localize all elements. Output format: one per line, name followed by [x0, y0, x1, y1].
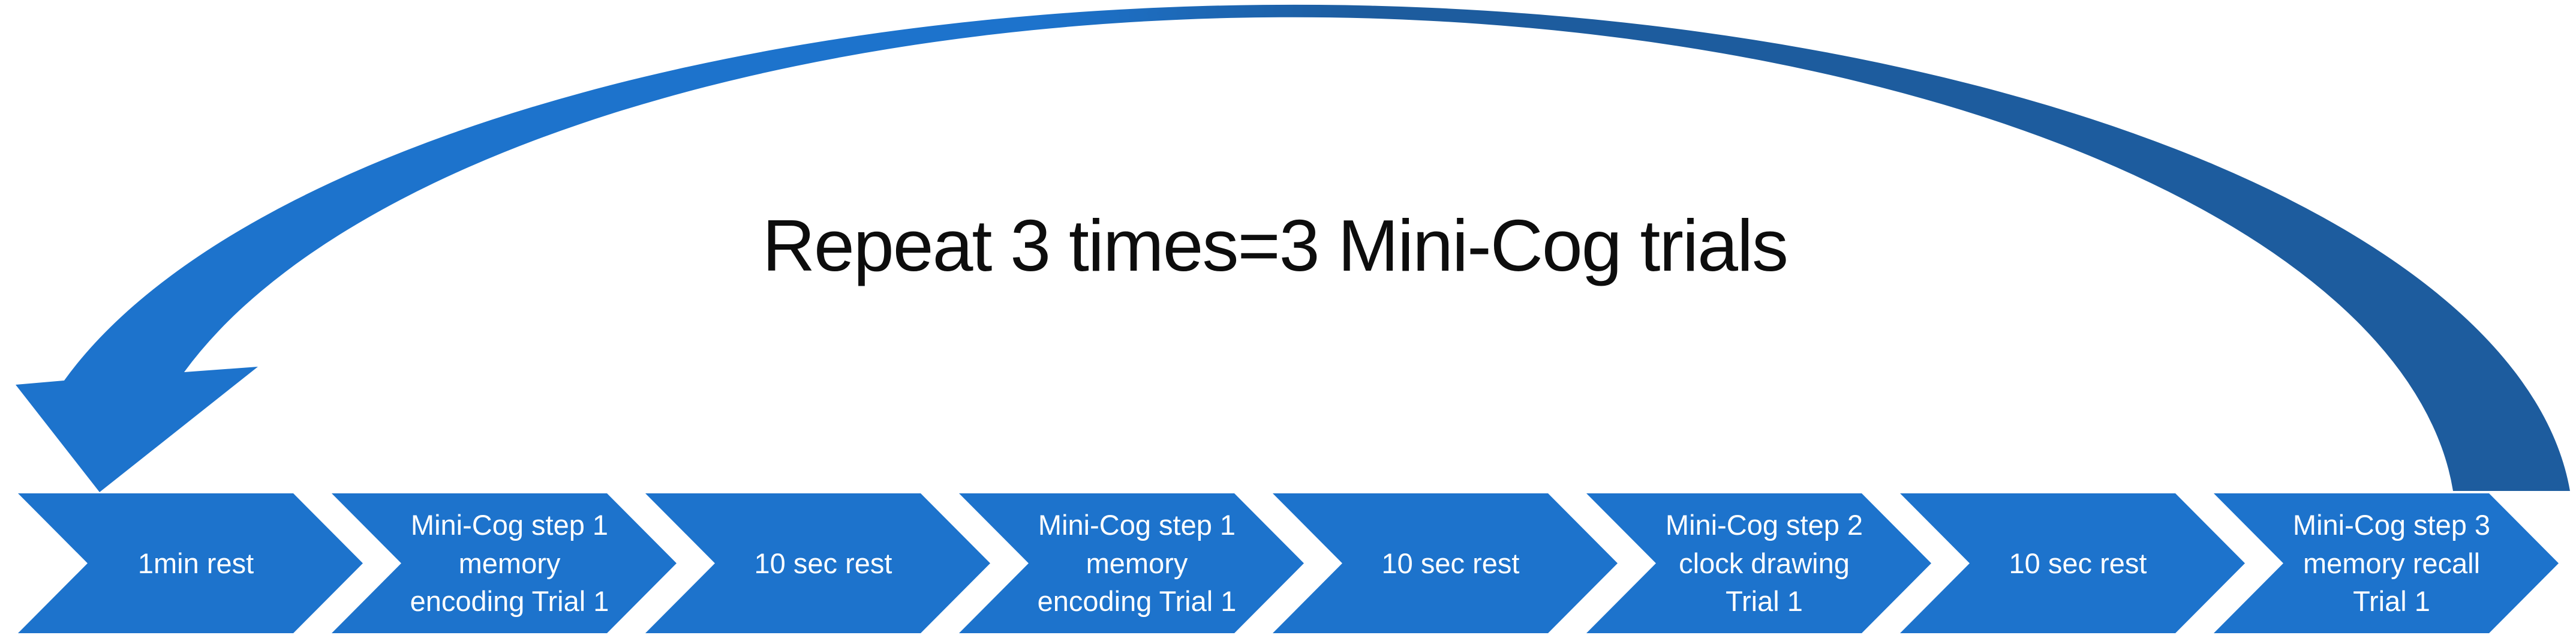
chevron-step-3-label: 10 sec rest — [754, 547, 892, 579]
chevron-step-2-label: Mini-Cog step 1 memory encoding Trial 1 — [410, 508, 609, 618]
chevron-step-6-label: Mini-Cog step 2 clock drawing Trial 1 — [1665, 508, 1863, 618]
chevron-step-4-label: Mini-Cog step 1 memory encoding Trial 1 — [1037, 508, 1237, 618]
chevron-step-6: Mini-Cog step 2 clock drawing Trial 1 — [1586, 493, 1931, 633]
chevron-step-5-label: 10 sec rest — [1381, 547, 1520, 579]
chevron-step-3: 10 sec rest — [645, 493, 990, 633]
chevron-step-1-label: 1min rest — [137, 547, 254, 579]
chevron-step-7-label: 10 sec rest — [2009, 547, 2147, 579]
chevron-step-8-label: Mini-Cog step 3 memory recall Trial 1 — [2292, 508, 2491, 618]
repeat-label: Repeat 3 times=3 Mini-Cog trials — [762, 205, 1789, 286]
